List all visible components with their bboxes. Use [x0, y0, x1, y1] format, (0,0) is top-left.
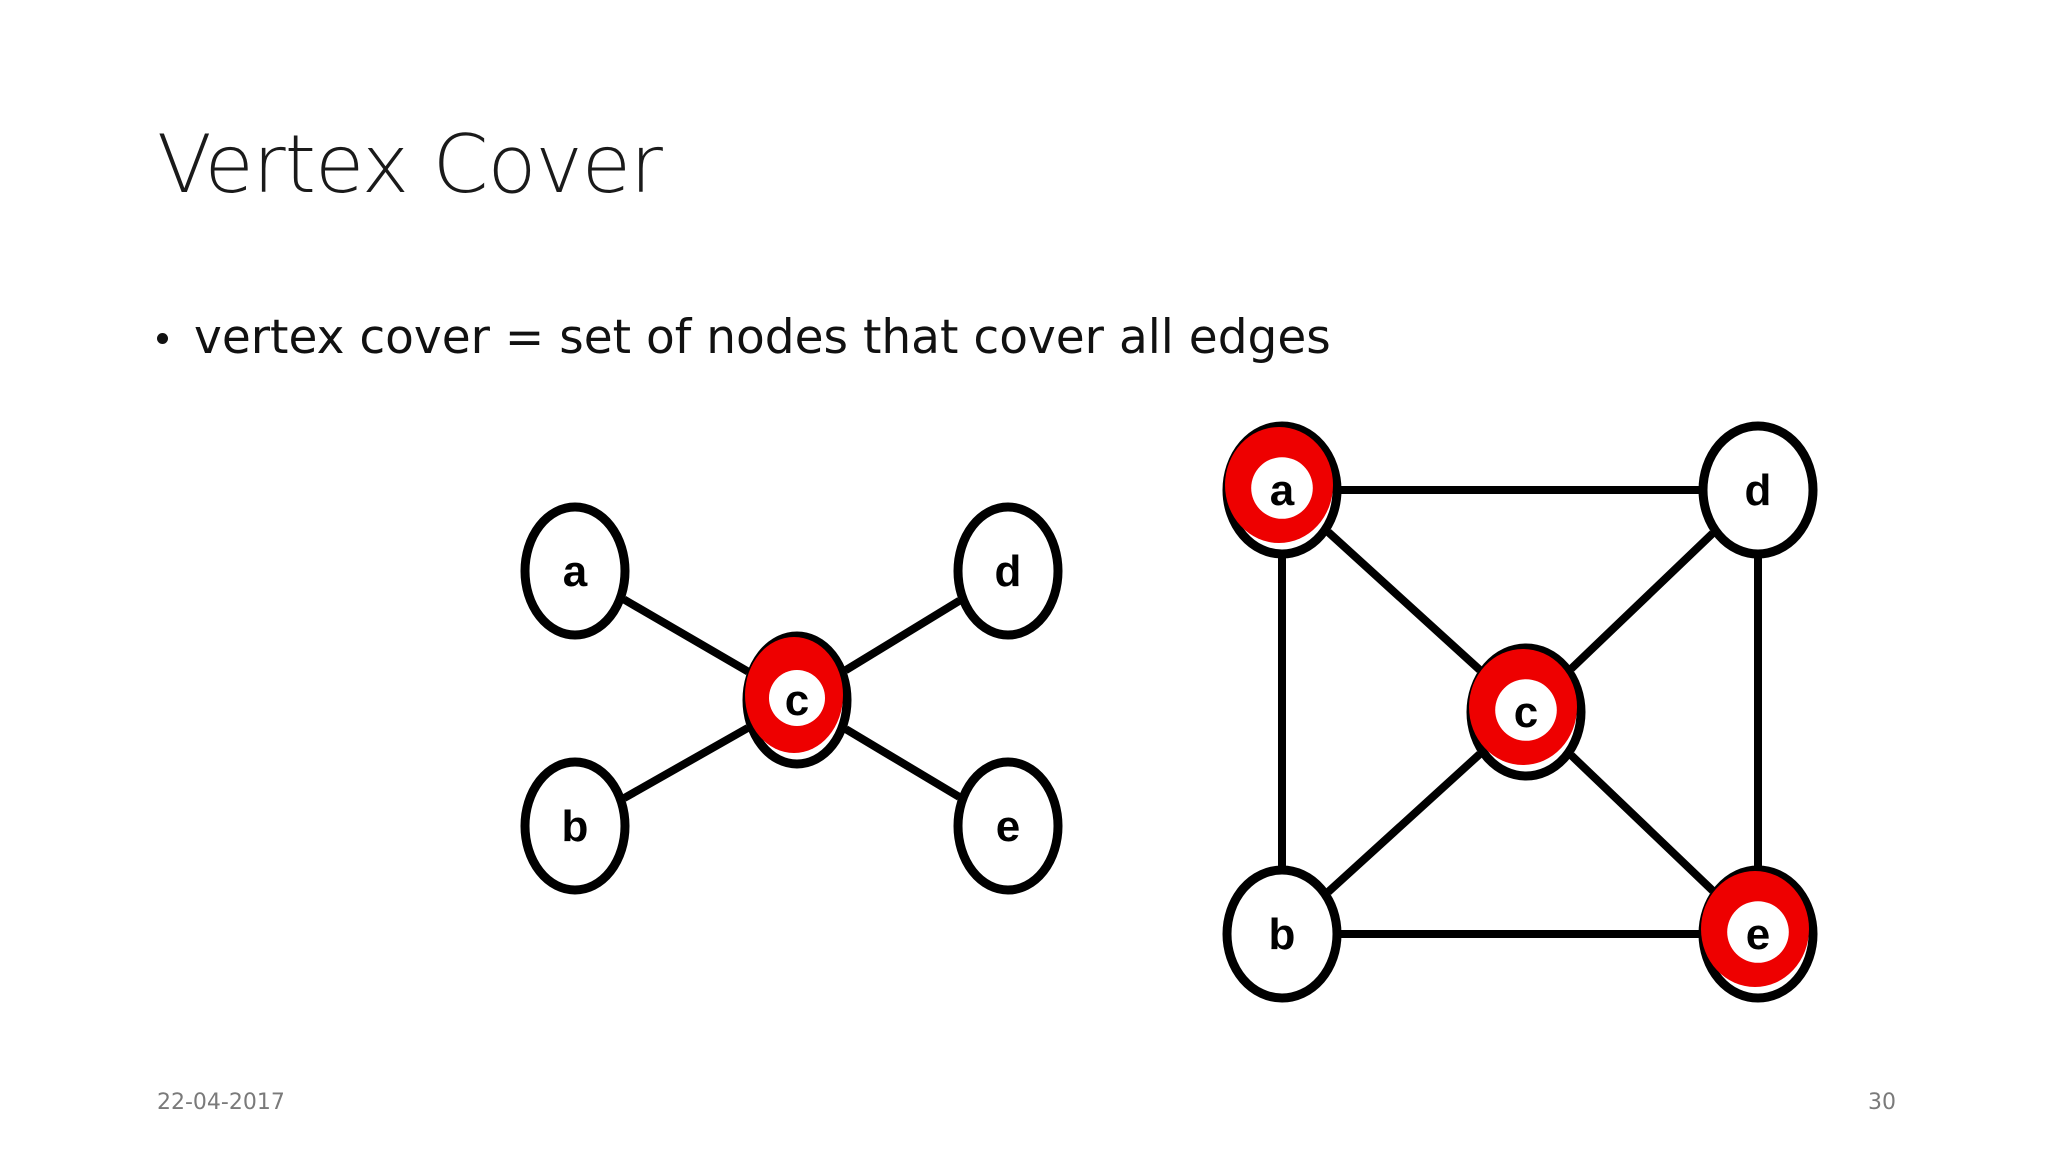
node-e: e [953, 757, 1063, 895]
node-label-b: b [1269, 910, 1296, 959]
node-label-a: a [1270, 466, 1295, 515]
node-c-cover: c [742, 631, 852, 769]
edge-c-d [843, 597, 962, 674]
node-label-e: e [1746, 910, 1770, 959]
node-label-d: d [1745, 466, 1772, 515]
bullet-icon [157, 333, 168, 344]
node-a-cover: a [1222, 421, 1342, 559]
node-c-cover: c [1466, 643, 1586, 781]
edge-c-e [1568, 752, 1716, 894]
node-b: b [1222, 865, 1342, 1003]
node-e-cover: e [1698, 865, 1818, 1003]
node-d: d [1698, 421, 1818, 559]
edge-c-b [1325, 751, 1483, 895]
node-label-a: a [563, 547, 588, 596]
slide-title: Vertex Cover [157, 118, 663, 211]
bullet-text: vertex cover = set of nodes that cover a… [194, 310, 1331, 365]
node-label-b: b [562, 802, 589, 851]
node-label-c: c [785, 676, 809, 725]
footer-date: 22-04-2017 [157, 1090, 285, 1115]
edge-d-c [1568, 530, 1716, 672]
node-label-e: e [996, 802, 1020, 851]
edge-a-c [621, 596, 751, 675]
node-d: d [953, 502, 1063, 640]
edge-c-e [843, 725, 962, 801]
node-label-d: d [995, 547, 1022, 596]
node-b: b [520, 757, 630, 895]
bullet-item: vertex cover = set of nodes that cover a… [157, 310, 1331, 365]
graph-square: a b c d e [1222, 421, 1818, 1003]
graph-star: a b c d e [520, 502, 1063, 895]
node-label-c: c [1514, 688, 1538, 737]
edge-b-c [622, 724, 750, 802]
node-a: a [520, 502, 630, 640]
edge-a-c [1325, 529, 1483, 673]
page-number: 30 [1868, 1090, 1896, 1115]
